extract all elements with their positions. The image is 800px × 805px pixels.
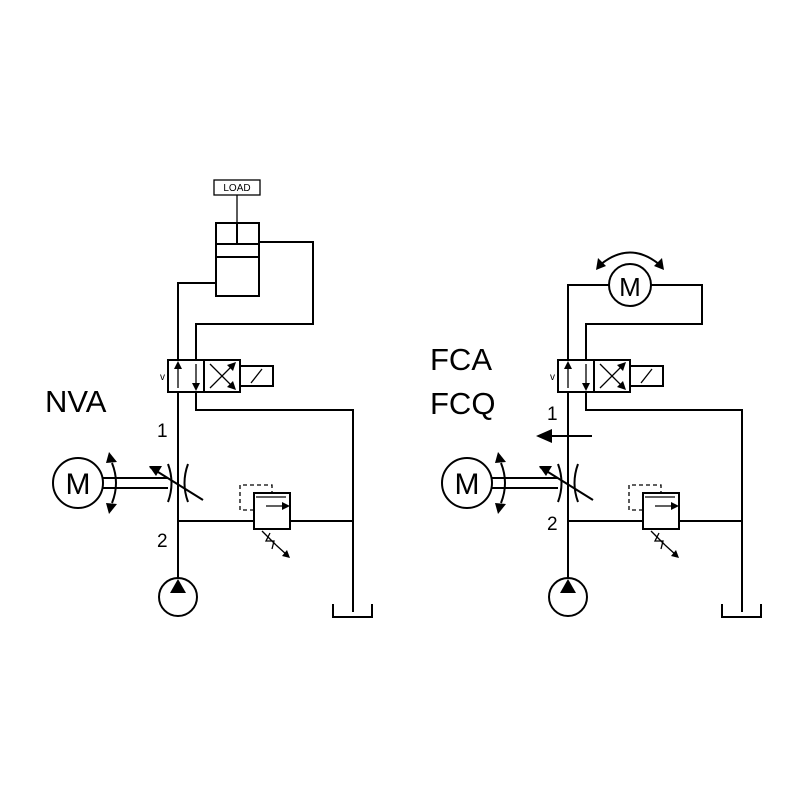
- hydraulic-pump-right: [548, 577, 588, 617]
- variable-throttle: [149, 463, 204, 503]
- electric-motor: M: [52, 452, 168, 514]
- directional-valve-right: v: [550, 359, 664, 393]
- right-circuit-label-1: FCA: [430, 342, 492, 377]
- left-circuit-label: NVA: [45, 384, 107, 419]
- motor-letter: M: [66, 468, 91, 501]
- motor-letter-right: M: [455, 468, 480, 501]
- right-circuit: FCA FCQ M v: [430, 251, 762, 618]
- pipework: [177, 241, 354, 612]
- load-label: LOAD: [223, 183, 250, 194]
- svg-text:v: v: [160, 372, 165, 383]
- hydraulic-pump: [158, 577, 198, 617]
- load-box: LOAD: [213, 179, 261, 223]
- right-circuit-label-2: FCQ: [430, 386, 495, 421]
- port-1-label: 1: [157, 421, 168, 442]
- hydraulic-motor: M: [596, 251, 664, 307]
- relief-valve-right: [628, 484, 680, 558]
- port-2-label-right: 2: [547, 514, 558, 535]
- load-motor-letter: M: [619, 272, 641, 302]
- pipework-right: [567, 284, 743, 612]
- tank-right: [721, 604, 762, 618]
- svg-text:v: v: [550, 372, 555, 383]
- port-1-label-right: 1: [547, 404, 558, 425]
- hydraulic-cylinder: [215, 222, 260, 297]
- relief-valve: [239, 484, 291, 558]
- port-2-label: 2: [157, 531, 168, 552]
- electric-motor-right: M: [441, 452, 558, 514]
- left-circuit: NVA LOAD: [45, 179, 373, 618]
- tank: [332, 604, 373, 618]
- variable-throttle-right: [539, 463, 594, 503]
- directional-valve: v: [160, 359, 274, 393]
- flow-direction-arrow: [536, 429, 592, 443]
